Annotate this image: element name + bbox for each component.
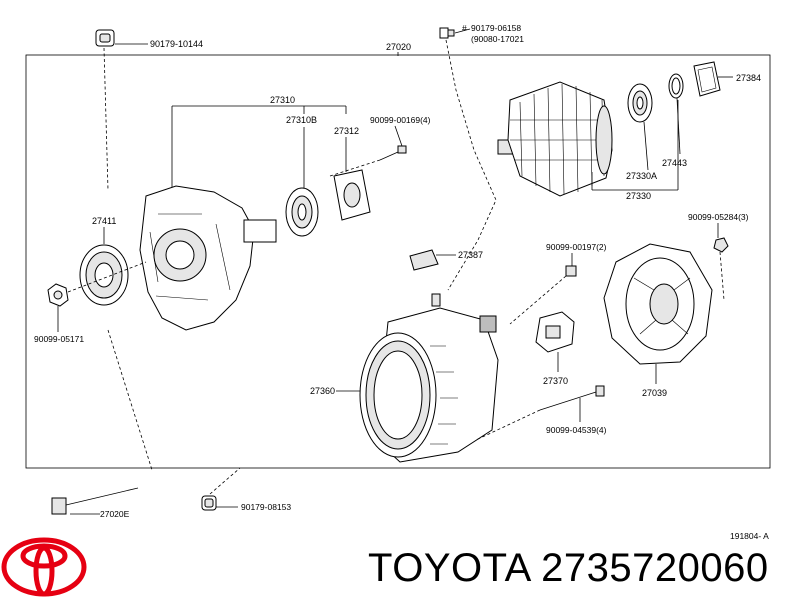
part-27330A-bearing[interactable] (627, 83, 653, 123)
label-90099-00197[interactable]: 90099-00197(2) (546, 242, 607, 252)
label-90080-17021[interactable]: (90080-17021 (471, 34, 524, 44)
label-hash: # (462, 23, 467, 33)
part-27370-brush-holder[interactable] (535, 311, 575, 353)
part-90179-08153-nut[interactable] (201, 495, 217, 511)
label-27312[interactable]: 27312 (334, 126, 359, 136)
part-90099-05284-nut[interactable] (713, 237, 729, 253)
label-27387[interactable]: 27387 (458, 250, 483, 260)
toyota-logo-icon (1, 537, 87, 597)
part-27384-cover[interactable] (693, 61, 721, 97)
label-27020[interactable]: 27020 (386, 42, 411, 52)
diagram-ref-code: 191804- A (730, 531, 769, 541)
part-90099-00197-bolt[interactable] (565, 265, 577, 277)
part-27443-ring[interactable] (668, 73, 684, 99)
label-27384[interactable]: 27384 (736, 73, 761, 83)
label-27310[interactable]: 27310 (270, 95, 295, 105)
part-90179-06158[interactable] (439, 27, 455, 39)
part-27310-frame[interactable] (139, 185, 277, 331)
part-27312-plate[interactable] (333, 169, 371, 221)
label-27039[interactable]: 27039 (642, 388, 667, 398)
label-27443[interactable]: 27443 (662, 158, 687, 168)
label-27310B[interactable]: 27310B (286, 115, 317, 125)
part-27020E-through-bolt[interactable] (51, 487, 139, 515)
label-90099-00169[interactable]: 90099-00169(4) (370, 115, 431, 125)
label-27330[interactable]: 27330 (626, 191, 651, 201)
label-90179-10144[interactable]: 90179-10144 (150, 39, 203, 49)
part-27360-housing[interactable] (359, 293, 499, 463)
label-27370[interactable]: 27370 (543, 376, 568, 386)
label-27360[interactable]: 27360 (310, 386, 335, 396)
part-90099-04539-long-bolt[interactable] (539, 385, 605, 411)
part-90179-10144[interactable] (95, 29, 115, 47)
part-27411-pulley[interactable] (79, 244, 129, 306)
part-90099-00169-screw[interactable] (379, 145, 407, 161)
part-27330-rotor[interactable] (497, 81, 613, 197)
label-90179-08153[interactable]: 90179-08153 (241, 502, 291, 512)
part-27310B-bearing[interactable] (285, 187, 319, 237)
part-27387[interactable] (409, 249, 439, 271)
label-27020E[interactable]: 27020E (100, 509, 130, 519)
label-90179-06158[interactable]: 90179-06158 (471, 23, 521, 33)
label-27411[interactable]: 27411 (92, 216, 116, 226)
label-90099-05284[interactable]: 90099-05284(3) (688, 212, 749, 222)
label-27330A[interactable]: 27330A (626, 171, 657, 181)
part-27039-rear-cover[interactable] (603, 243, 713, 365)
label-90099-05171[interactable]: 90099-05171 (34, 334, 84, 344)
part-90099-05171-nut[interactable] (47, 283, 69, 307)
label-90099-04539[interactable]: 90099-04539(4) (546, 425, 607, 435)
brand-part-number: TOYOTA 2735720060 (368, 546, 769, 590)
